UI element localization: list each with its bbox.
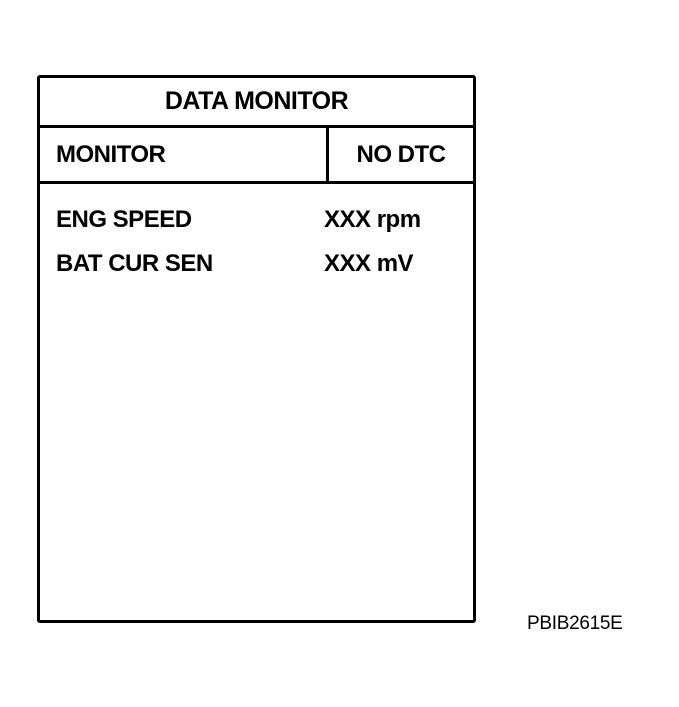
monitor-item-bat-cur-sen[interactable]: BAT CUR SEN XXX mV bbox=[56, 242, 463, 286]
monitor-header-row: MONITOR NO DTC bbox=[40, 128, 473, 184]
screen-title: DATA MONITOR bbox=[40, 78, 473, 128]
monitor-item-label: BAT CUR SEN bbox=[56, 250, 213, 277]
monitor-item-list: ENG SPEED XXX rpm BAT CUR SEN XXX mV bbox=[56, 198, 463, 286]
figure-code: PBIB2615E bbox=[527, 613, 623, 634]
monitor-item-label: ENG SPEED bbox=[56, 206, 192, 233]
monitor-item-value: XXX mV bbox=[324, 250, 414, 277]
dtc-status: NO DTC bbox=[356, 140, 447, 168]
monitor-item-eng-speed[interactable]: ENG SPEED XXX rpm bbox=[56, 198, 463, 242]
monitor-item-value: XXX rpm bbox=[324, 206, 421, 233]
data-monitor-screen: DATA MONITOR MONITOR NO DTC ENG SPEED XX… bbox=[37, 75, 476, 623]
monitor-label: MONITOR bbox=[40, 128, 329, 181]
